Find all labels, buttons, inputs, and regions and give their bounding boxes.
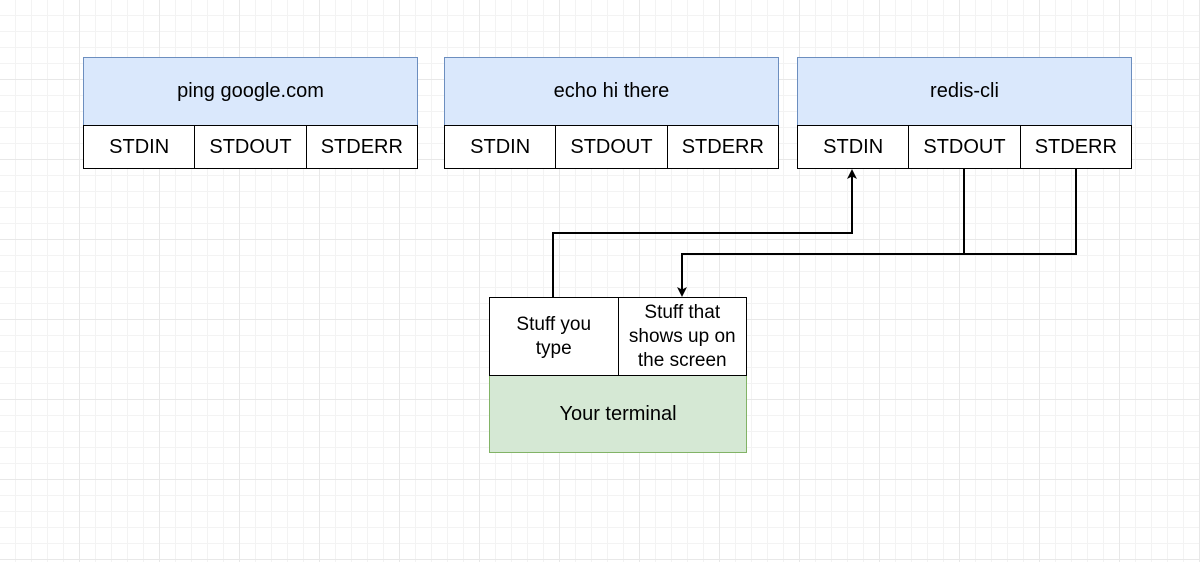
stdin-cell: STDIN <box>84 126 196 168</box>
stdin-cell: STDIN <box>445 126 557 168</box>
terminal-box: Stuff you type Stuff that shows up on th… <box>489 297 747 453</box>
process-ping: ping google.com STDIN STDOUT STDERR <box>83 57 418 169</box>
terminal-title: Your terminal <box>489 376 747 453</box>
stderr-cell: STDERR <box>681 135 764 158</box>
terminal-output-cell: Stuff that shows up on the screen <box>628 301 736 371</box>
stdout-cell: STDOUT <box>909 126 1021 168</box>
stdout-cell: STDOUT <box>195 126 307 168</box>
process-redis-cli: redis-cli STDIN STDOUT STDERR <box>797 57 1132 169</box>
stderr-connector <box>964 169 1077 255</box>
stdin-cell: STDIN <box>798 126 910 168</box>
process-title: redis-cli <box>797 57 1132 125</box>
process-streams: STDIN STDOUT STDERR <box>797 125 1132 169</box>
process-streams: STDIN STDOUT STDERR <box>83 125 418 169</box>
stdout-connector <box>677 169 965 297</box>
process-title: echo hi there <box>444 57 779 125</box>
stdin-connector <box>552 169 857 297</box>
process-title: ping google.com <box>83 57 418 125</box>
stdout-cell: STDOUT <box>556 126 668 168</box>
stderr-cell: STDERR <box>1034 135 1117 158</box>
process-echo: echo hi there STDIN STDOUT STDERR <box>444 57 779 169</box>
stderr-cell: STDERR <box>320 135 403 158</box>
terminal-input-cell: Stuff you type <box>490 298 619 375</box>
process-streams: STDIN STDOUT STDERR <box>444 125 779 169</box>
terminal-io: Stuff you type Stuff that shows up on th… <box>489 297 747 376</box>
